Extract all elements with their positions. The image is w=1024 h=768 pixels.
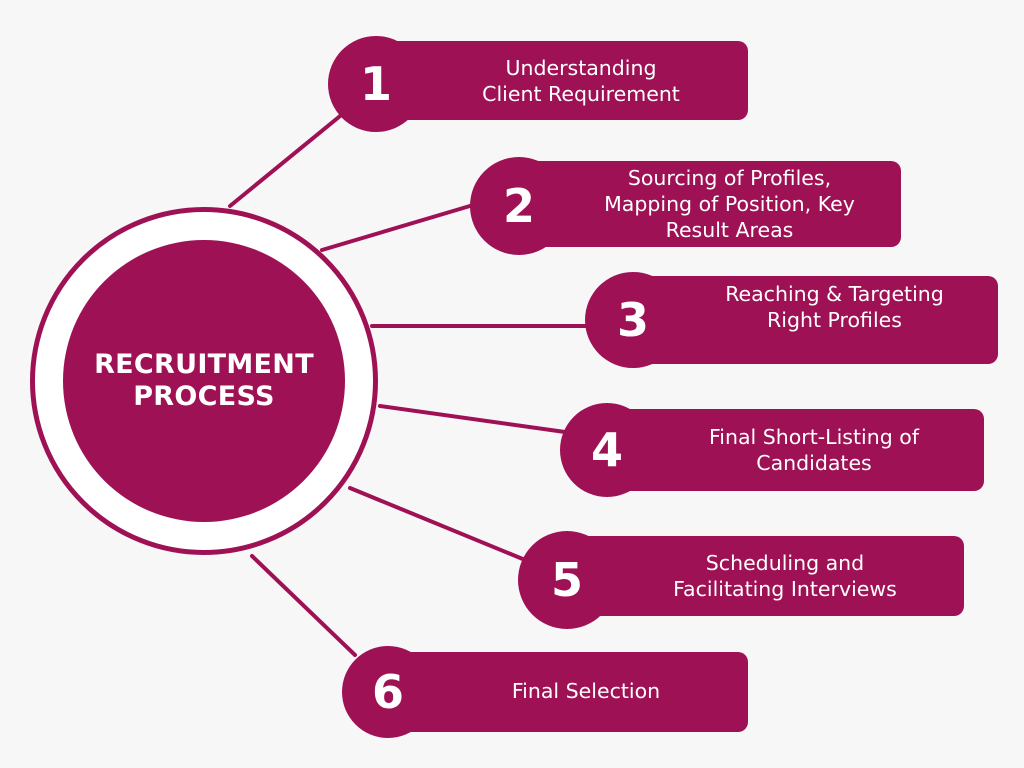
connector-step-4: [378, 404, 567, 434]
step-6-number: 6: [371, 665, 404, 719]
step-6: 6 Final Selection: [342, 646, 748, 738]
step-4-number-circle: 4: [560, 403, 654, 497]
step-3-text: Reaching & Targeting Right Profiles: [725, 282, 944, 332]
step-4: 4 Final Short-Listing of Candidates: [560, 403, 984, 497]
hub-label: RECRUITMENT PROCESS: [94, 349, 314, 412]
step-3-number-circle: 3: [585, 272, 681, 368]
step-5: 5 Scheduling and Facilitating Interviews: [518, 531, 964, 629]
step-1-number: 1: [359, 57, 392, 111]
step-2-text: Sourcing of Profiles, Mapping of Positio…: [604, 166, 855, 242]
step-4-bar: [600, 409, 984, 491]
step-5-number-circle: 5: [518, 531, 616, 629]
step-6-bar: [382, 652, 748, 732]
step-2-number: 2: [502, 179, 535, 233]
connector-step-5: [348, 486, 532, 564]
step-6-number-circle: 6: [342, 646, 434, 738]
connector-step-1: [228, 110, 347, 208]
step-3: 3 Reaching & Targeting Right Profiles: [585, 272, 998, 368]
connector-step-6: [250, 554, 357, 657]
step-2: 2 Sourcing of Profiles, Mapping of Posit…: [470, 157, 901, 255]
step-5-bar: [558, 536, 964, 616]
step-2-bar: [510, 161, 901, 247]
step-1-number-circle: 1: [328, 36, 424, 132]
step-1-bar: [368, 41, 748, 120]
step-3-number: 3: [616, 293, 649, 347]
step-4-number: 4: [590, 423, 623, 477]
step-6-text: Final Selection: [511, 679, 661, 703]
step-2-number-circle: 2: [470, 157, 568, 255]
hub-circle: RECRUITMENT PROCESS: [63, 240, 345, 522]
step-4-text: Final Short-Listing of Candidates: [709, 425, 919, 475]
step-1: 1 Understanding Client Requirement: [328, 36, 748, 132]
step-1-text: Understanding Client Requirement: [482, 55, 680, 106]
step-5-number: 5: [550, 553, 583, 607]
step-3-bar: [625, 276, 998, 364]
connector-step-2: [320, 201, 482, 252]
step-5-text: Scheduling and Facilitating Interviews: [673, 551, 897, 601]
